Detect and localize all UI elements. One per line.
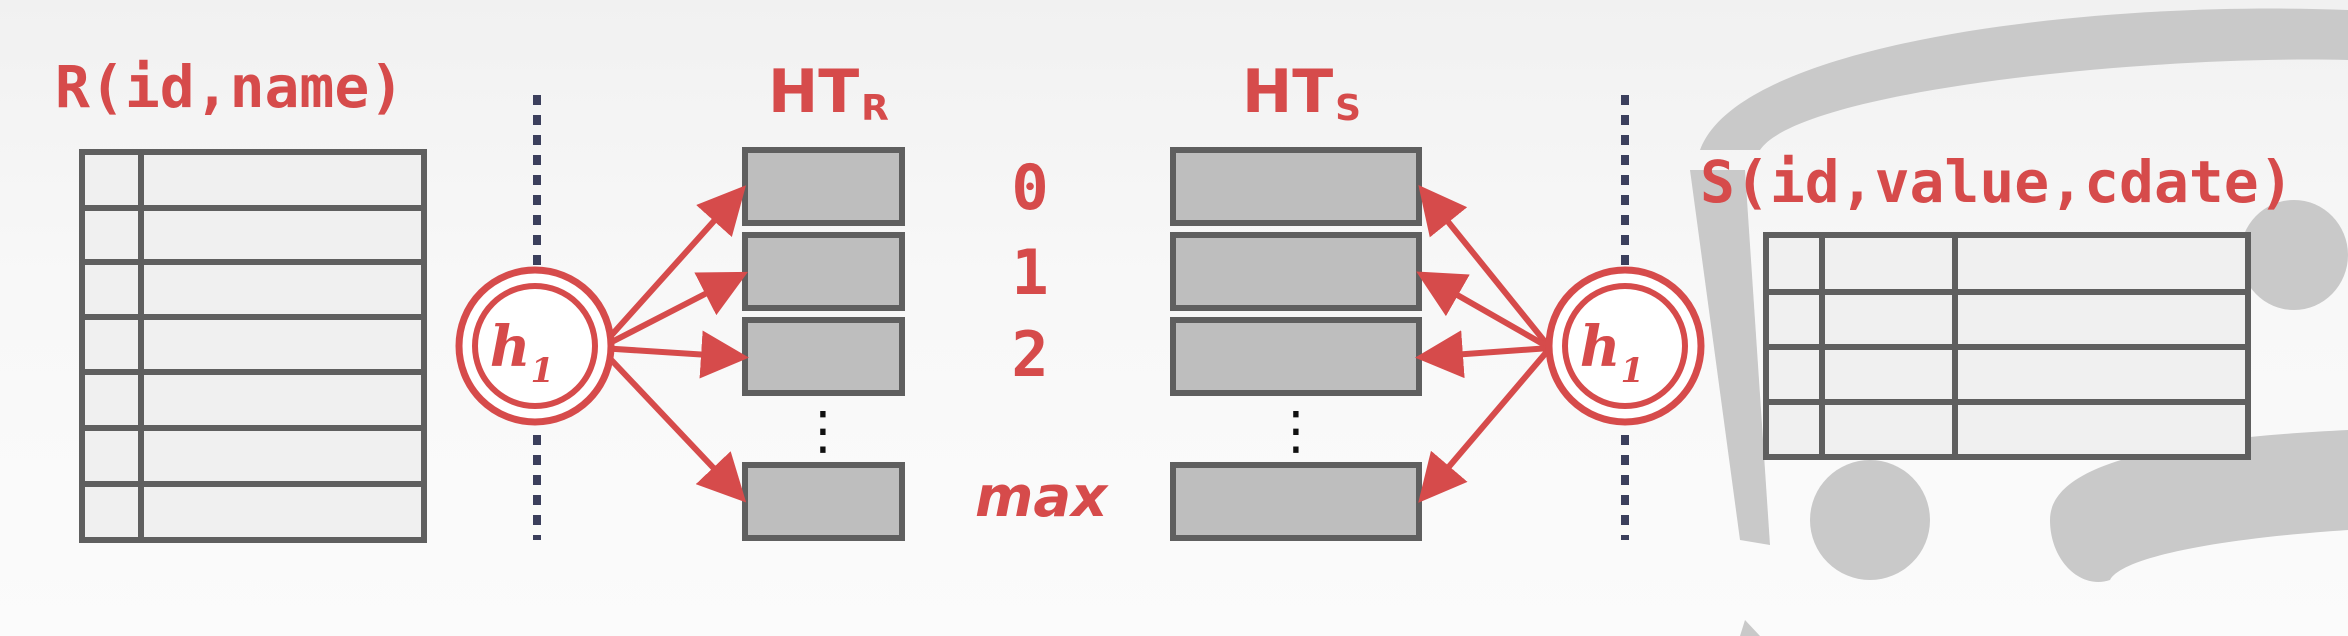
ht-r-ellipsis: ⋮ — [797, 401, 849, 461]
relation-s-table — [1763, 232, 2251, 460]
ht-r-bucket-0 — [742, 147, 905, 226]
ht-s-bucket-max — [1170, 462, 1422, 541]
hash-function-s-label: h1 — [1580, 314, 1644, 391]
ht-s-bucket-2 — [1170, 317, 1422, 396]
ht-s-bucket-1 — [1170, 232, 1422, 311]
hash-table-s-title: HTS — [1242, 60, 1361, 133]
database-logo-background-icon — [1690, 8, 2348, 636]
hash-r-arrows — [597, 185, 749, 503]
hash-table-s-label: HT — [1242, 57, 1334, 127]
relation-r-title: R(id,name) — [55, 53, 405, 121]
hash-s-arrows — [1415, 184, 1553, 503]
ht-r-bucket-1 — [742, 232, 905, 311]
hash-function-r-node: h1 — [455, 266, 615, 426]
ht-r-bucket-max — [742, 462, 905, 541]
hash-function-s-node: h1 — [1545, 266, 1705, 426]
relation-r-table — [79, 149, 427, 543]
bucket-label-1: 1 — [1011, 236, 1049, 309]
hash-table-r-subscript: R — [861, 88, 889, 129]
ht-r-bucket-2 — [742, 317, 905, 396]
bucket-label-2: 2 — [1011, 318, 1049, 391]
bucket-label-0: 0 — [1011, 151, 1049, 224]
relation-s-title: S(id,value,cdate) — [1700, 148, 2294, 216]
hash-table-r-buckets — [742, 147, 905, 541]
ht-s-bucket-0 — [1170, 147, 1422, 226]
ht-s-ellipsis: ⋮ — [1270, 401, 1322, 461]
hash-table-s-subscript: S — [1335, 88, 1362, 129]
hash-table-s-buckets — [1170, 147, 1422, 541]
hash-table-r-label: HT — [768, 57, 860, 127]
hash-table-r-title: HTR — [768, 60, 889, 133]
hash-function-r-label: h1 — [490, 314, 554, 391]
bucket-label-max: max — [975, 465, 1108, 530]
